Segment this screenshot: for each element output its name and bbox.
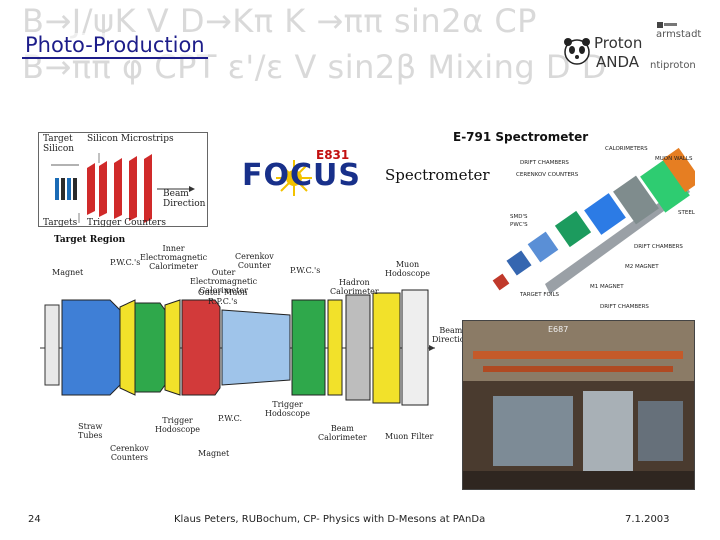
e791-label-8: DRIFT CHAMBERS <box>634 244 683 250</box>
e791-label-5: SMD'S <box>510 214 527 220</box>
magnet-bottom-label: Magnet <box>198 450 229 459</box>
trigger-hodoscope-bottom-label: Trigger Hodoscope <box>155 417 200 435</box>
outer-muon-label: Outer Muon R.P.C.'s <box>198 289 247 307</box>
e791-title: E-791 Spectrometer <box>453 130 588 144</box>
pwc-bottom-label: P.W.C. <box>218 415 242 424</box>
e791-label-10: M1 MAGNET <box>590 284 624 290</box>
page-number: 24 <box>28 514 41 525</box>
e791-label-11: TARGET FOILS <box>520 292 559 298</box>
cerenkov-counters-label: Cerenkov Counters <box>110 445 149 463</box>
logo-mark-icon <box>657 22 677 28</box>
logo-word-ntiproton: ntiproton <box>650 60 696 71</box>
pwcs-mid-label: P.W.C.'s <box>290 267 320 276</box>
trigger-counters-label: Trigger Counters <box>87 219 166 229</box>
trigger-hodoscope-top-label: Trigger Hodoscope <box>265 401 310 419</box>
target-silicon-label: Target Silicon <box>43 135 74 155</box>
header-banner: B→J/ψK V D→Kπ K →ππ sin2α CP B→ππ φ CPT … <box>0 0 720 95</box>
e687-label: E687 <box>548 325 568 334</box>
e791-label-2: MUON WALLS <box>655 156 692 162</box>
slide-title: Photo-Production <box>22 33 208 59</box>
e791-schematic <box>450 144 695 314</box>
magnet-left-label: Magnet <box>52 269 83 278</box>
e687-photo-drawing <box>463 321 695 490</box>
silicon-microstrips-label: Silicon Microstrips <box>87 135 174 145</box>
e791-spectrometer-drawing: CALORIMETERS MUON WALLS DRIFT CHAMBERS C… <box>450 144 695 314</box>
e791-label-7: STEEL <box>678 210 695 216</box>
target-region-title: Target Region <box>54 235 125 245</box>
e791-label-6: PWC'S <box>510 222 528 228</box>
beam-calorimeter-label: Beam Calorimeter <box>318 425 367 443</box>
beam-direction-inset-label: Beam Direction <box>163 190 205 210</box>
panda-bear-icon <box>562 36 592 66</box>
e791-label-3: DRIFT CHAMBERS <box>520 160 569 166</box>
e791-label-1: CALORIMETERS <box>605 146 648 152</box>
e791-label-9: M2 MAGNET <box>625 264 659 270</box>
focus-logo: FOCUS E831 <box>242 150 382 196</box>
hadron-calorimeter-label: Hadron Calorimeter <box>330 279 379 297</box>
logo-word-proton: Proton <box>594 34 642 52</box>
detector-figure: Target Silicon Silicon Microstrips Beam … <box>30 130 700 500</box>
panda-logo: Proton ANDA armstadt ntiproton <box>560 22 715 80</box>
presenter-line: Klaus Peters, RUBochum, CP- Physics with… <box>174 514 485 525</box>
e831-label: E831 <box>316 148 349 162</box>
inner-em-calorimeter-label: Inner Electromagnetic Calorimeter <box>140 245 207 271</box>
pwcs-left-label: P.W.C.'s <box>110 259 140 268</box>
logo-word-anda: ANDA <box>596 53 639 71</box>
muon-hodoscope-label: Muon Hodoscope <box>385 261 430 279</box>
e791-label-12: DRIFT CHAMBERS <box>600 304 649 310</box>
cerenkov-counter-label: Cerenkov Counter <box>235 253 274 271</box>
slide-footer: 24 Klaus Peters, RUBochum, CP- Physics w… <box>0 514 720 534</box>
target-region-inset: Target Silicon Silicon Microstrips Beam … <box>38 132 208 227</box>
targets-label: Targets <box>43 219 77 229</box>
e687-photo: E687 <box>462 320 695 490</box>
presentation-date: 7.1.2003 <box>625 514 670 525</box>
straw-tubes-label: Straw Tubes <box>78 423 102 441</box>
focus-side-view: Inner Electromagnetic Calorimeter Cerenk… <box>40 245 455 480</box>
logo-word-armstadt: armstadt <box>656 29 701 40</box>
muon-filter-label: Muon Filter <box>385 433 433 442</box>
focus-word: FOCUS <box>242 158 361 193</box>
e791-label-4: CERENKOV COUNTERS <box>516 172 578 178</box>
